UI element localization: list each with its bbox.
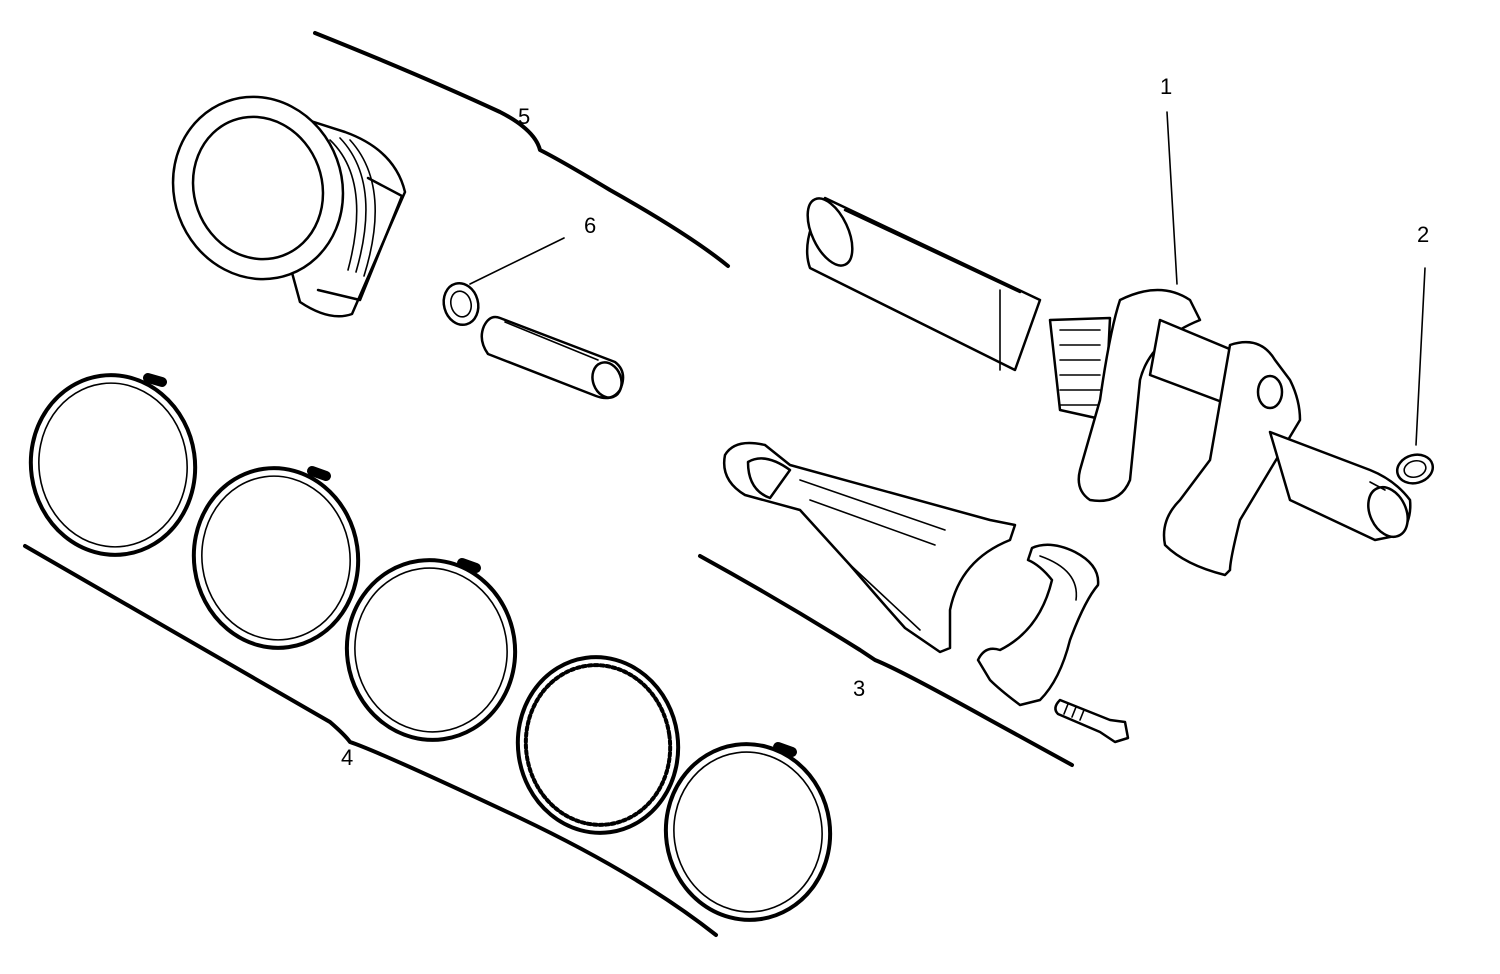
piston-ring-4-oil [515,655,681,835]
callout-3: 3 [853,676,865,701]
circlip [442,281,480,327]
piston-ring-5 [663,742,833,922]
callout-6: 6 [584,213,596,238]
callout-4: 4 [341,745,353,770]
piston-pin [480,315,625,400]
leader-line-2 [1415,267,1426,446]
crank-bush [1395,453,1435,485]
group-bracket-piston [313,31,730,268]
callout-2: 2 [1417,222,1429,247]
callout-5: 5 [518,104,530,129]
callout-1: 1 [1160,74,1172,99]
piston-ring-2 [191,466,361,650]
crankshaft [805,196,1412,577]
piston [171,95,407,318]
leader-line-1 [1166,111,1178,285]
piston-ring-1 [28,373,198,557]
piston-rings [28,373,833,922]
piston-ring-3 [344,558,518,742]
connecting-rod-cap [976,543,1100,707]
group-bracket-rings [23,544,718,937]
group-bracket-connecting-rod [698,554,1074,767]
leader-line-6 [469,237,565,285]
connecting-rod-bolt [1054,698,1130,744]
connecting-rod [722,441,1017,654]
